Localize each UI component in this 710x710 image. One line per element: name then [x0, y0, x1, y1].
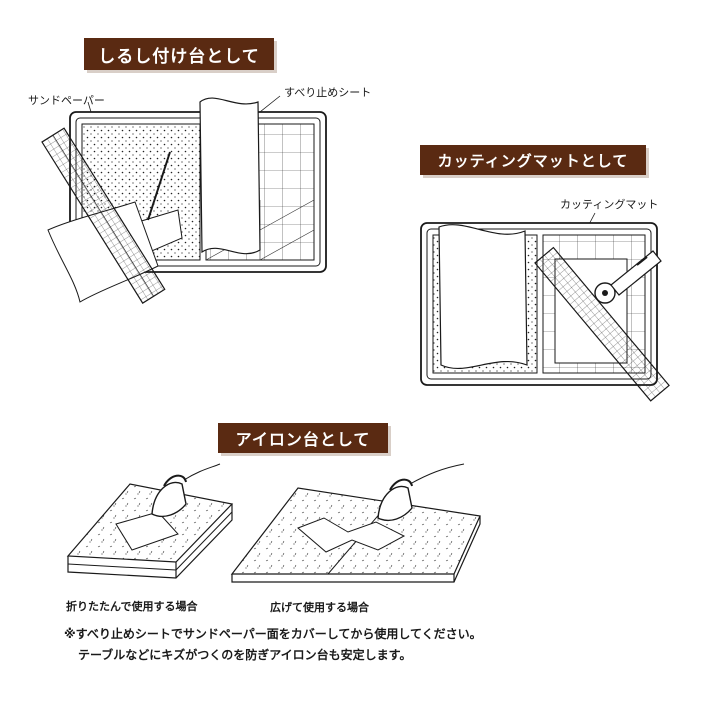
- ironing-opened-illustration: [230, 463, 481, 583]
- label-cutting-mat: カッティングマット: [560, 198, 659, 211]
- caption-opened: 広げて使用する場合: [270, 601, 369, 614]
- caption-folded: 折りたたんで使用する場合: [66, 600, 198, 613]
- note-line-1: ※すべり止めシートでサンドペーパー面をカバーしてから使用してください。: [64, 627, 482, 641]
- note-line-2: テーブルなどにキズがつくのを防ぎアイロン台も安定します。: [78, 648, 412, 662]
- banner-ironing: アイロン台として: [218, 423, 388, 453]
- banner-marking: しるし付け台として: [84, 38, 274, 70]
- label-antislip: すべり止めシート: [284, 86, 372, 99]
- label-sandpaper: サンドペーパー: [28, 94, 105, 107]
- banner-cutting: カッティングマットとして: [420, 145, 646, 175]
- ironing-folded-illustration: [66, 463, 234, 579]
- cutting-mat-illustration: [420, 212, 670, 402]
- marking-board-illustration: [41, 95, 327, 304]
